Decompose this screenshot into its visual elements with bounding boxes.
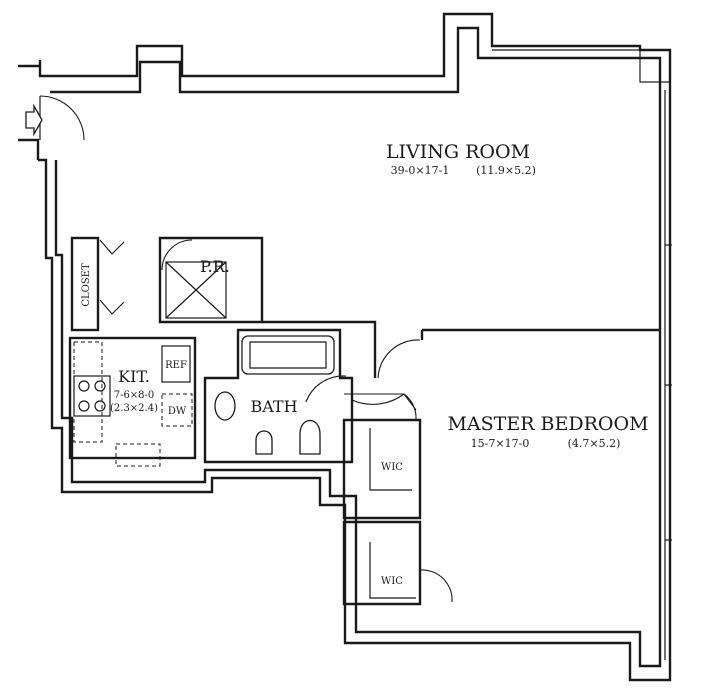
master-bedroom-dims-metric: (4.7×5.2)	[568, 437, 621, 450]
wic-lower-name: WIC	[381, 576, 403, 587]
closet-name: CLOSET	[81, 263, 92, 307]
bath-name: BATH	[250, 397, 297, 416]
powder-room-name: P.R.	[200, 257, 230, 276]
exterior-walls	[18, 12, 672, 682]
interior-walls	[262, 320, 660, 411]
living-room-dims-metric: (11.9×5.2)	[476, 164, 536, 177]
powder-room	[158, 236, 264, 324]
kitchen-dims: 7-6×8-0	[114, 390, 155, 401]
wic-upper-name: WIC	[381, 462, 403, 473]
entry-door-arrow-icon	[25, 103, 43, 137]
closet	[70, 236, 125, 332]
dishwasher-label: DW	[168, 406, 187, 417]
kitchen-dims-metric: (2.3×2.4)	[110, 403, 158, 414]
master-bedroom-name: MASTER BEDROOM	[447, 413, 648, 435]
living-room-dims: 39-0×17-1	[391, 164, 450, 177]
kitchen-name: KIT.	[118, 367, 150, 386]
kitchen	[68, 336, 197, 467]
bath	[203, 328, 354, 464]
wic-upper	[342, 393, 422, 520]
refrigerator-label: REF	[165, 360, 187, 371]
wic-lower	[342, 520, 453, 606]
range	[73, 375, 111, 417]
entry-door	[25, 95, 85, 141]
master-bedroom-dims: 15-7×17-0	[471, 437, 530, 450]
living-room-name: LIVING ROOM	[386, 141, 530, 163]
